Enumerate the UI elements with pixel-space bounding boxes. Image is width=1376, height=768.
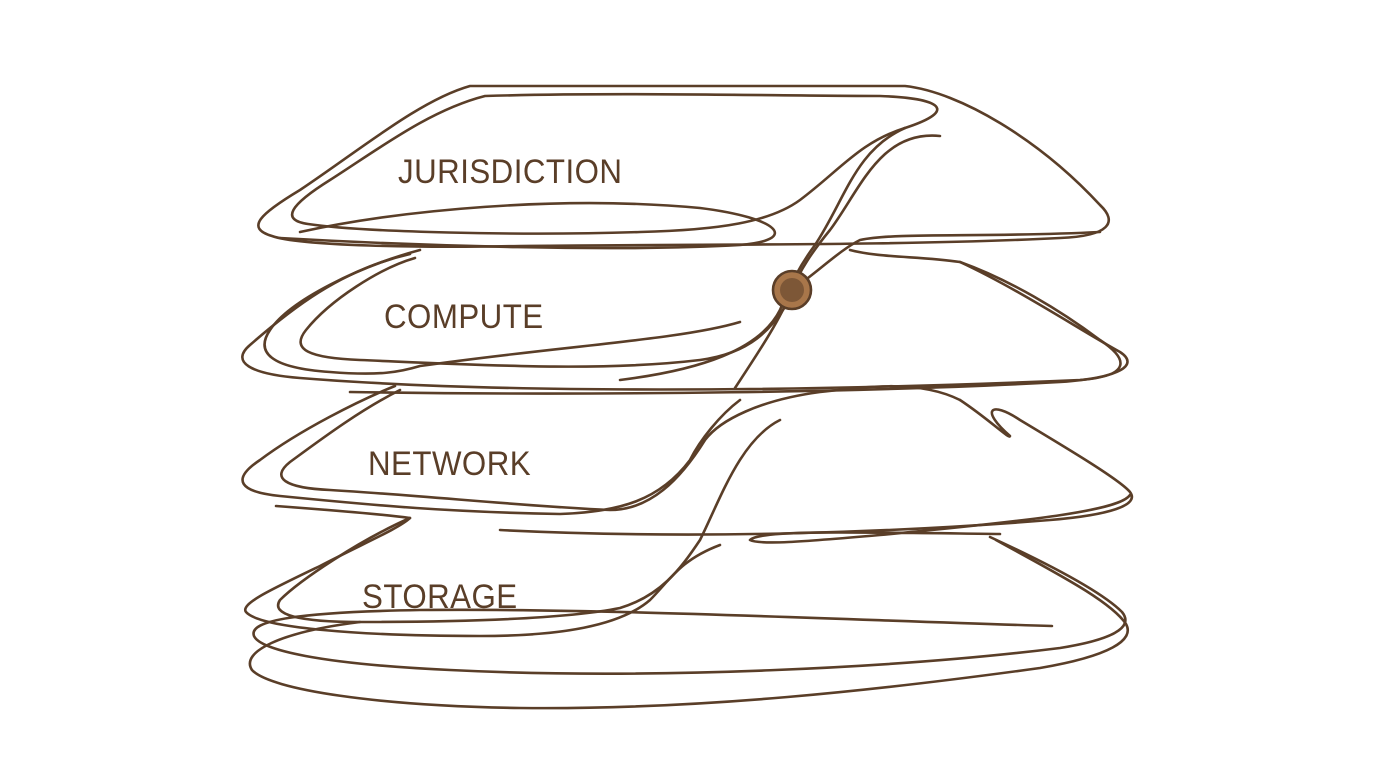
layer-bottom-storage [248, 538, 1129, 710]
layer-label-jurisdiction: JURISDICTION [398, 153, 623, 191]
layer-swirl-compute [263, 248, 742, 375]
layer-label-compute: COMPUTE [384, 298, 544, 336]
layer-label-storage: STORAGE [362, 578, 518, 616]
layer-inner-compute [299, 256, 792, 368]
connector-strand-2 [618, 126, 907, 382]
layer-edge-network [498, 398, 1134, 536]
connector-strand-3 [790, 230, 1102, 292]
layer-inner-jurisdiction [290, 92, 939, 235]
layer-edge-compute [348, 260, 1129, 395]
layer-edge-storage [252, 535, 1127, 675]
layer-swirl-network [748, 493, 1132, 544]
layer-outline-jurisdiction [257, 84, 1111, 248]
layer-swirl-jurisdiction [278, 201, 776, 250]
layer-label-network: NETWORK [368, 445, 532, 483]
layer-inner-storage [276, 418, 782, 624]
junction-node [771, 269, 813, 311]
layer-inner-network [280, 384, 962, 512]
connector-strand-1 [733, 134, 942, 390]
